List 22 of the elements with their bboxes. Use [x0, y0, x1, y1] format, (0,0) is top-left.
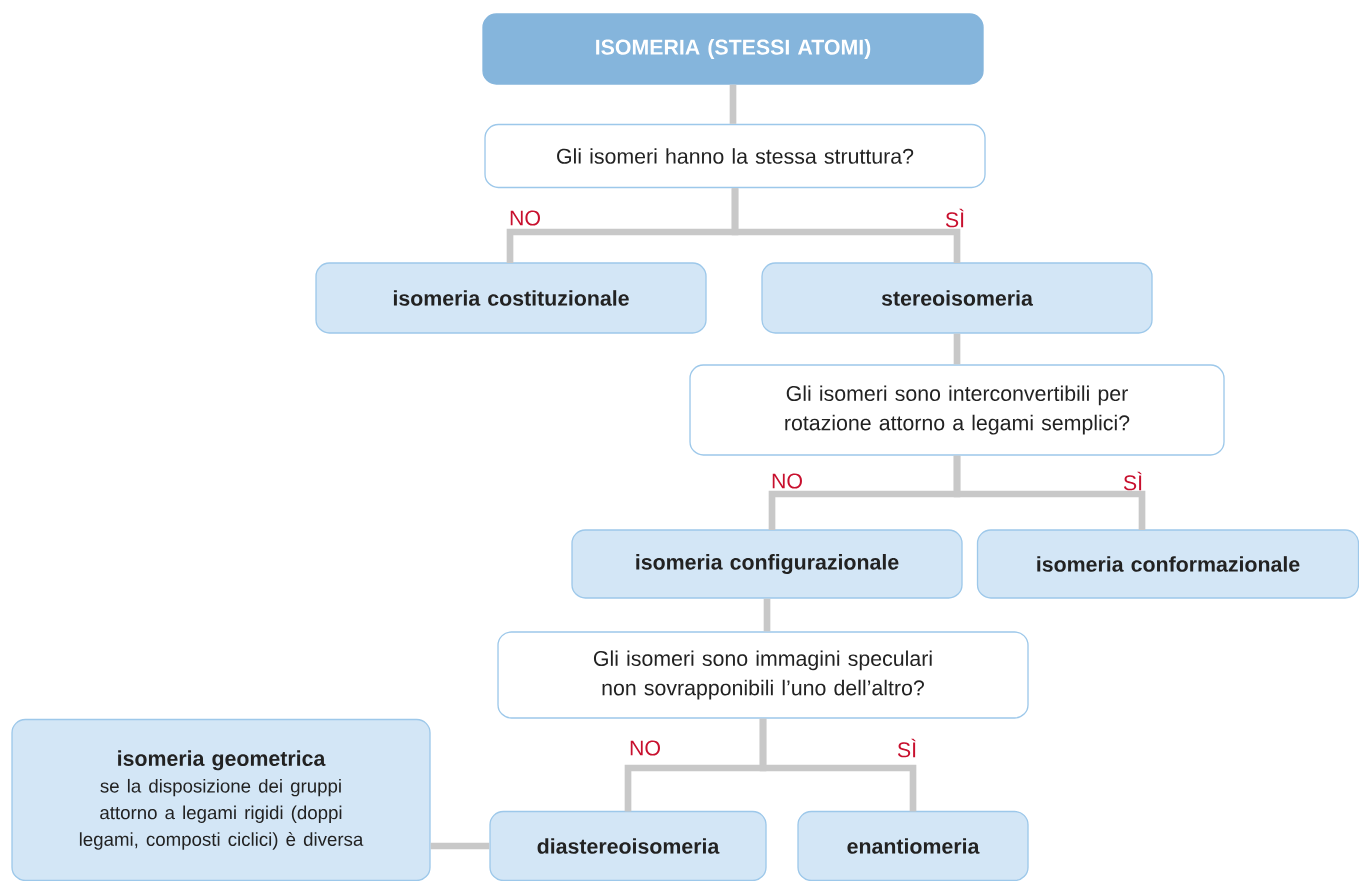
category-box: enantiomeria: [797, 810, 1029, 881]
connector-line: [759, 718, 917, 812]
category-box: diastereoisomeria: [489, 810, 767, 881]
title-box: ISOMERIA (STESSI ATOMI): [482, 13, 984, 85]
connector-line: [953, 455, 1146, 530]
category-box: isomeria conformazionale: [976, 529, 1359, 599]
category-box: stereoisomeria: [761, 262, 1153, 334]
question-box: Gli isomeri hanno la stessa struttura?: [484, 123, 986, 189]
edge-label: NO: [630, 740, 660, 756]
connector-line: [763, 598, 771, 632]
edge-label: SÌ: [897, 738, 916, 758]
edge-label: NO: [772, 473, 802, 489]
category-box: isomeria geometrica se la disposizione dei gruppi attorno a legami rigidi (doppi legami, composti ciclici) è diversa: [11, 718, 431, 881]
question-box: Gli isomeri sono immagini speculari non sovrapponibili l’uno dell’altro?: [497, 631, 1029, 719]
edge-label: SÌ: [945, 208, 964, 228]
connector-line: [430, 842, 490, 850]
category-box: isomeria configurazionale: [571, 529, 963, 599]
connector-line: [953, 333, 961, 365]
edge-label: NO: [510, 210, 540, 226]
edge-label: SÌ: [1123, 471, 1142, 491]
question-box: Gli isomeri sono interconvertibili per rotazione attorno a legami semplici?: [689, 364, 1225, 456]
category-box: isomeria costituzionale: [315, 262, 707, 334]
